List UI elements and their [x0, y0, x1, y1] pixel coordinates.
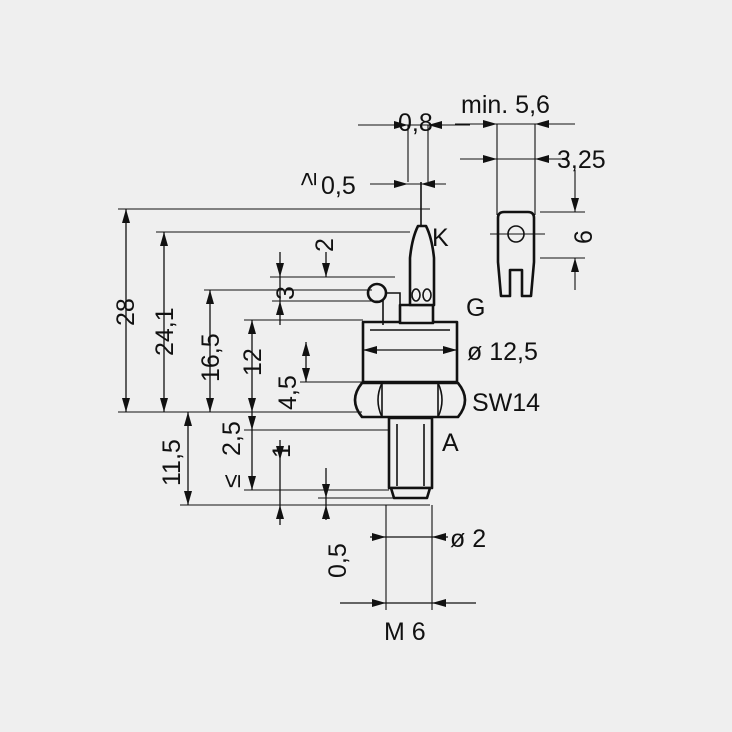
label-11-5: 11,5 [158, 439, 186, 486]
label-dia-2: ø 2 [450, 525, 486, 553]
label-m6: M 6 [384, 618, 426, 646]
label-16-5: 16,5 [197, 333, 225, 382]
label-2-small: 2 [311, 238, 339, 252]
cathode-lead-crimp-1 [411, 288, 421, 302]
gate-lead-ring [366, 282, 388, 304]
label-terminal-k: K [432, 224, 449, 252]
cylinder-body [361, 320, 459, 384]
label-28: 28 [112, 298, 140, 326]
label-24-1: 24,1 [151, 307, 179, 356]
label-12: 12 [239, 348, 267, 376]
label-0-5-top: 0,5 [321, 172, 356, 200]
hex-nut-arc-right [437, 382, 443, 418]
label-3-25: 3,25 [557, 146, 606, 174]
label-terminal-g: G [466, 294, 485, 322]
hex-nut [353, 381, 467, 419]
cable-lug-outline [496, 210, 536, 298]
cable-lug-detail [490, 210, 545, 298]
label-2-5: 2,5 [218, 421, 246, 456]
dimension-arrowheads [122, 120, 579, 607]
label-dia-12-5: ø 12,5 [467, 338, 538, 366]
label-0-5-bottom: 0,5 [324, 543, 352, 578]
label-le-sign: ≤ [218, 474, 246, 488]
stud-tip [389, 486, 432, 500]
device-body [353, 182, 467, 500]
threaded-stud [387, 416, 434, 490]
label-3: 3 [272, 286, 300, 300]
label-4-5: 4,5 [274, 375, 302, 410]
gate-lead-wire [386, 292, 401, 305]
label-min-5-6: min. 5,6 [461, 91, 550, 119]
label-terminal-a: A [442, 429, 459, 457]
label-ge-sign: ≥ [294, 172, 322, 186]
cathode-lead [408, 224, 436, 307]
dimension-labels: 0,8 min. 5,6 3,25 ≥ 0,5 6 K 2 3 G 28 24,… [112, 91, 606, 646]
cathode-lead-crimp-2 [422, 288, 432, 302]
label-0-8: 0,8 [398, 109, 433, 137]
label-sw14: SW14 [472, 389, 540, 417]
top-insulator [398, 303, 435, 325]
dimension-lines [118, 123, 585, 610]
label-6: 6 [570, 230, 598, 244]
label-1: 1 [268, 444, 296, 458]
hex-nut-arc-left [377, 382, 383, 418]
